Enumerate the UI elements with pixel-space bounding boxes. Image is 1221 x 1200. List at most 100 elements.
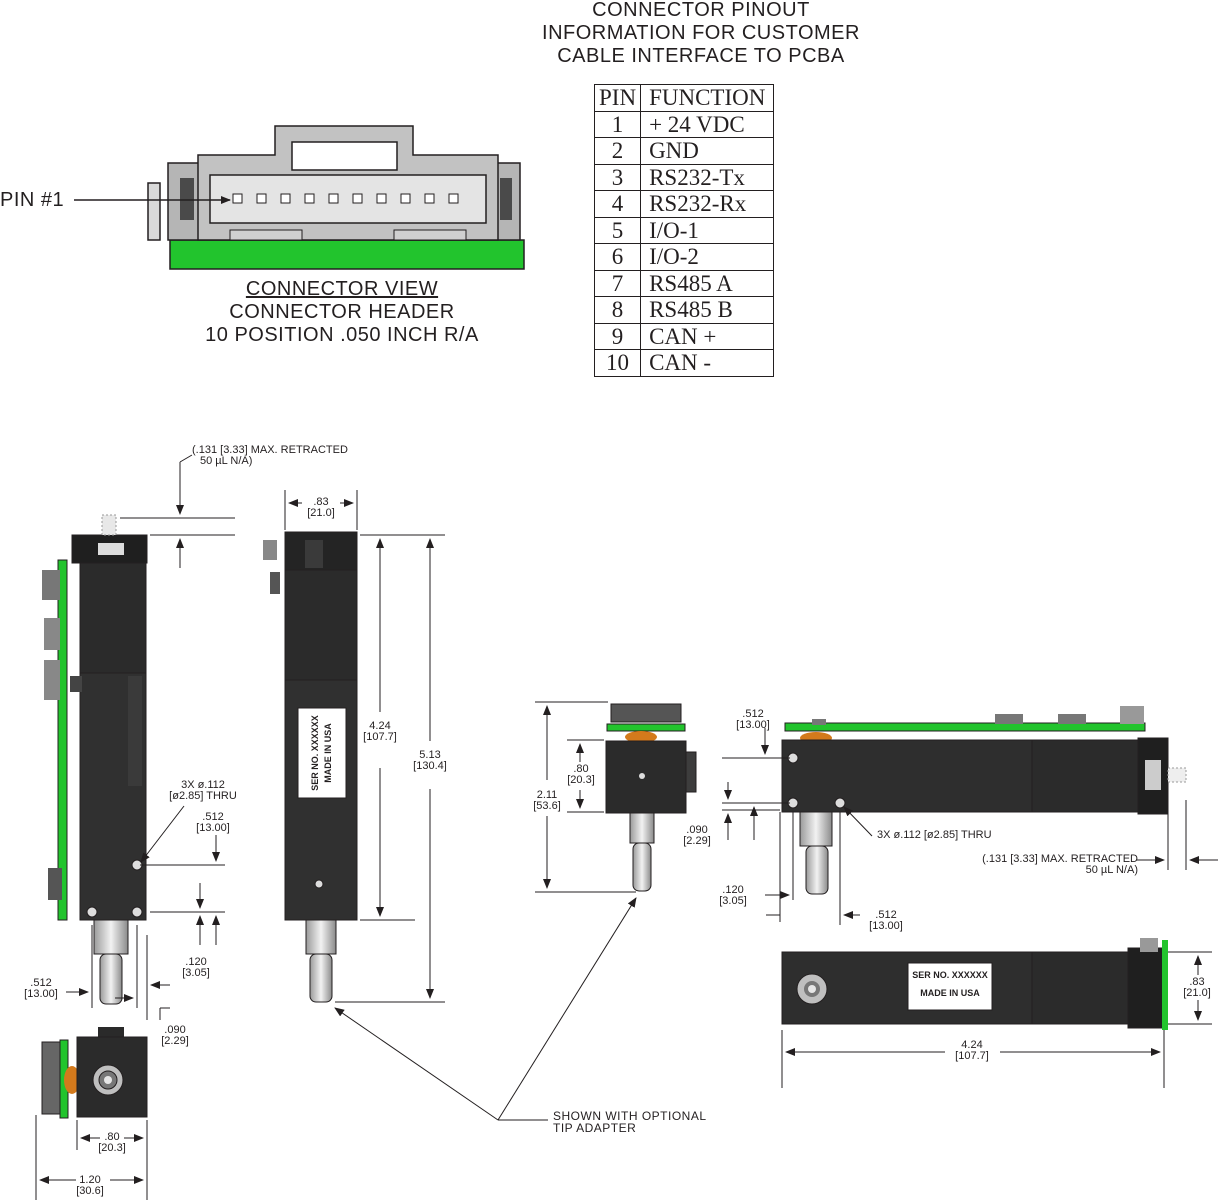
dim-mm: [13.00] — [196, 822, 230, 834]
tip-adapter-line-2: TIP ADAPTER — [553, 1121, 637, 1135]
dim-mm: [13.00] — [736, 719, 770, 731]
connector-view-title: CONNECTOR VIEW — [245, 278, 439, 300]
tip-adapter-leader — [334, 897, 637, 1121]
ser-no-text: SER NO. XXXXXX — [310, 715, 320, 791]
pinout-title-line-2: INFORMATION FOR CUSTOMER — [542, 22, 860, 44]
dim-512-left-horizontal: .512 [13.00] — [16, 978, 66, 1000]
dim-mm: [2.29] — [683, 835, 711, 847]
pin-number: 8 — [593, 296, 642, 324]
dim-mm: [107.7] — [955, 1050, 989, 1062]
pinout-header-row: PIN FUNCTION — [593, 84, 775, 112]
dim-value: 2.11 — [536, 789, 558, 801]
left-end-view — [35, 1027, 148, 1200]
pin-function: RS485 B — [640, 296, 775, 324]
serial-label-horizontal: SER NO. XXXXXX MADE IN USA — [908, 966, 992, 1002]
made-in-usa-text: MADE IN USA — [323, 723, 333, 783]
pin-number: 9 — [593, 322, 642, 350]
pin-function: + 24 VDC — [640, 110, 775, 138]
dim-512-left-vertical: .512 [13.00] — [188, 812, 238, 834]
dim-mm: [30.6] — [76, 1185, 104, 1197]
dim-mm: [21.0] — [1183, 987, 1211, 999]
pin-number: 1 — [593, 110, 642, 138]
dim-holes-right: 3X ø.112 [ø2.85] THRU — [877, 829, 992, 841]
dim-mm: [13.00] — [24, 988, 58, 1000]
dim-mm: [3.05] — [182, 967, 210, 979]
pin-function: CAN - — [640, 349, 775, 377]
dim-value: .83 — [1189, 976, 1205, 988]
dim-513-center: 5.13 [130.4] — [405, 750, 455, 772]
connector-view-line-2: CONNECTOR HEADER — [229, 301, 455, 323]
pin-function: CAN + — [640, 322, 775, 350]
pin-number: 7 — [593, 269, 642, 297]
dim-value: .80 — [573, 763, 589, 775]
dim-424-center: 4.24 [107.7] — [355, 721, 405, 743]
dim-512-right-bottom: .512 [13.00] — [861, 910, 911, 932]
pin-function: I/O-1 — [640, 216, 775, 244]
dim-120-right: .120 [3.05] — [708, 885, 758, 907]
pin-number: 3 — [593, 163, 642, 191]
dim-value: .120 — [722, 884, 744, 896]
dim-value: .512 — [742, 708, 764, 720]
dim-512-right-top: .512 [13.00] — [728, 709, 778, 731]
pin-number: 10 — [593, 349, 642, 377]
pin-function: RS485 A — [640, 269, 775, 297]
pin-header: PIN — [593, 84, 642, 112]
dim-value: .512 — [30, 977, 52, 989]
pinout-title-line-3: CABLE INTERFACE TO PCBA — [557, 45, 845, 67]
dim-value: 4.24 — [961, 1039, 983, 1051]
ser-no-text: SER NO. XXXXXX — [912, 970, 988, 980]
dim-mm: [20.3] — [567, 774, 595, 786]
pin-number: 4 — [593, 190, 642, 218]
dim-value: 5.13 — [419, 749, 441, 761]
retracted-paren: ( — [192, 444, 196, 456]
dim-mm: [130.4] — [413, 760, 447, 772]
dim-424-right: 4.24 [107.7] — [947, 1040, 997, 1062]
dim-value: .090 — [164, 1024, 186, 1036]
dim-83-right: .83 [21.0] — [1172, 977, 1221, 999]
pin-1-label: PIN #1 — [0, 189, 65, 211]
dim-value: .120 — [185, 956, 207, 968]
dim-value: .512 — [202, 811, 224, 823]
dim-83-center: .83 [21.0] — [296, 497, 346, 519]
made-in-usa-text: MADE IN USA — [920, 988, 980, 998]
dim-mm: [20.3] — [98, 1142, 126, 1154]
dim-211-small: 2.11 [53.6] — [522, 790, 572, 812]
pin-function: RS232-Rx — [640, 190, 775, 218]
dim-mm: [107.7] — [363, 731, 397, 743]
pin-number: 5 — [593, 216, 642, 244]
left-side-view — [42, 454, 235, 1020]
retracted-note-right: (.131 [3.33] MAX. RETRACTED 50 µL N/A) — [962, 854, 1138, 876]
dim-value: 1.20 — [79, 1174, 101, 1186]
dim-120-left: .120 [3.05] — [171, 957, 221, 979]
pin-number: 6 — [593, 243, 642, 271]
connector-header-drawing — [74, 125, 525, 270]
holes-line-1: 3X ø.112 — [181, 779, 225, 791]
dim-mm: [21.0] — [307, 507, 335, 519]
tip-adapter-line-1: SHOWN WITH OPTIONAL — [553, 1109, 707, 1123]
dim-value: .80 — [104, 1131, 120, 1143]
dim-090-right: .090 [2.29] — [672, 825, 722, 847]
retracted-line-1: (.131 [3.33] MAX. RETRACTED — [982, 853, 1138, 865]
serial-label-vertical: SER NO. XXXXXX MADE IN USA — [298, 708, 346, 798]
dim-holes-left: 3X ø.112 [ø2.85] THRU — [158, 780, 248, 802]
right-top-view — [722, 706, 1218, 925]
dim-80-left: .80 [20.3] — [87, 1132, 137, 1154]
pin-function: I/O-2 — [640, 243, 775, 271]
connector-view-line-3: 10 POSITION .050 INCH R/A — [205, 324, 479, 346]
dim-value: .83 — [313, 496, 329, 508]
right-bottom-view — [781, 938, 1212, 1088]
small-end-view — [535, 701, 697, 893]
table-row: 1+ 24 VDC — [593, 110, 775, 138]
holes-line-2: [ø2.85] THRU — [169, 790, 237, 802]
pin-function: GND — [640, 137, 775, 165]
dim-80-small: .80 [20.3] — [556, 764, 606, 786]
dim-120-width: 1.20 [30.6] — [65, 1175, 115, 1197]
